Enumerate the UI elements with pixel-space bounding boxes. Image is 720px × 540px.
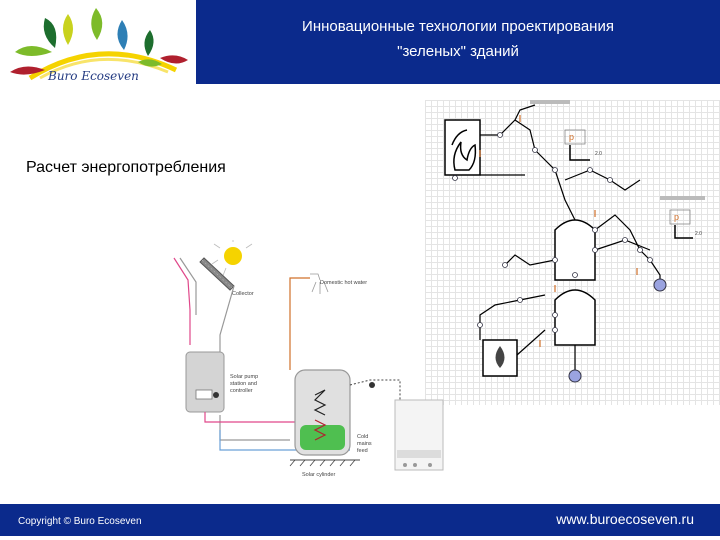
- svg-text:p: p: [674, 212, 679, 222]
- svg-text:2.0: 2.0: [695, 231, 702, 237]
- domestic-hot-water-label: Domestic hot water: [320, 280, 367, 286]
- svg-text:p: p: [569, 132, 574, 142]
- logo: Buro Ecoseven: [0, 0, 196, 84]
- header-bar: Инновационные технологии проектирования …: [196, 0, 720, 84]
- heating-schematic: p p 2.0 2.0: [444, 100, 705, 383]
- page-title: Инновационные технологии проектирования …: [196, 14, 720, 64]
- title-line-1: Инновационные технологии проектирования: [302, 18, 614, 35]
- boiler-icon: [394, 399, 444, 471]
- solar-cylinder-label: Solar cylinder: [302, 472, 335, 478]
- tank-bottom: [554, 289, 596, 346]
- copyright-text: Copyright © Buro Ecoseven: [18, 516, 142, 527]
- title-line-2: "зеленых" зданий: [397, 43, 519, 60]
- tank-top: [554, 219, 596, 281]
- sun-icon: [211, 240, 253, 279]
- footer: Copyright © Buro Ecoseven www.buroecosev…: [0, 504, 720, 536]
- water-drop-icon: [495, 346, 505, 368]
- slide-subtitle: Расчет энергопотребления: [26, 159, 226, 176]
- flame-box: [444, 119, 481, 176]
- shower-icon: [310, 273, 329, 294]
- svg-text:2.0: 2.0: [595, 151, 602, 157]
- logo-text: Buro Ecoseven: [48, 69, 139, 83]
- collector-label: Collector: [232, 291, 254, 297]
- solar-pump-station: [185, 351, 225, 413]
- logo-sun-icon: [10, 8, 188, 81]
- website-link[interactable]: www.buroecoseven.ru: [556, 511, 694, 527]
- flame-icon: [451, 129, 477, 171]
